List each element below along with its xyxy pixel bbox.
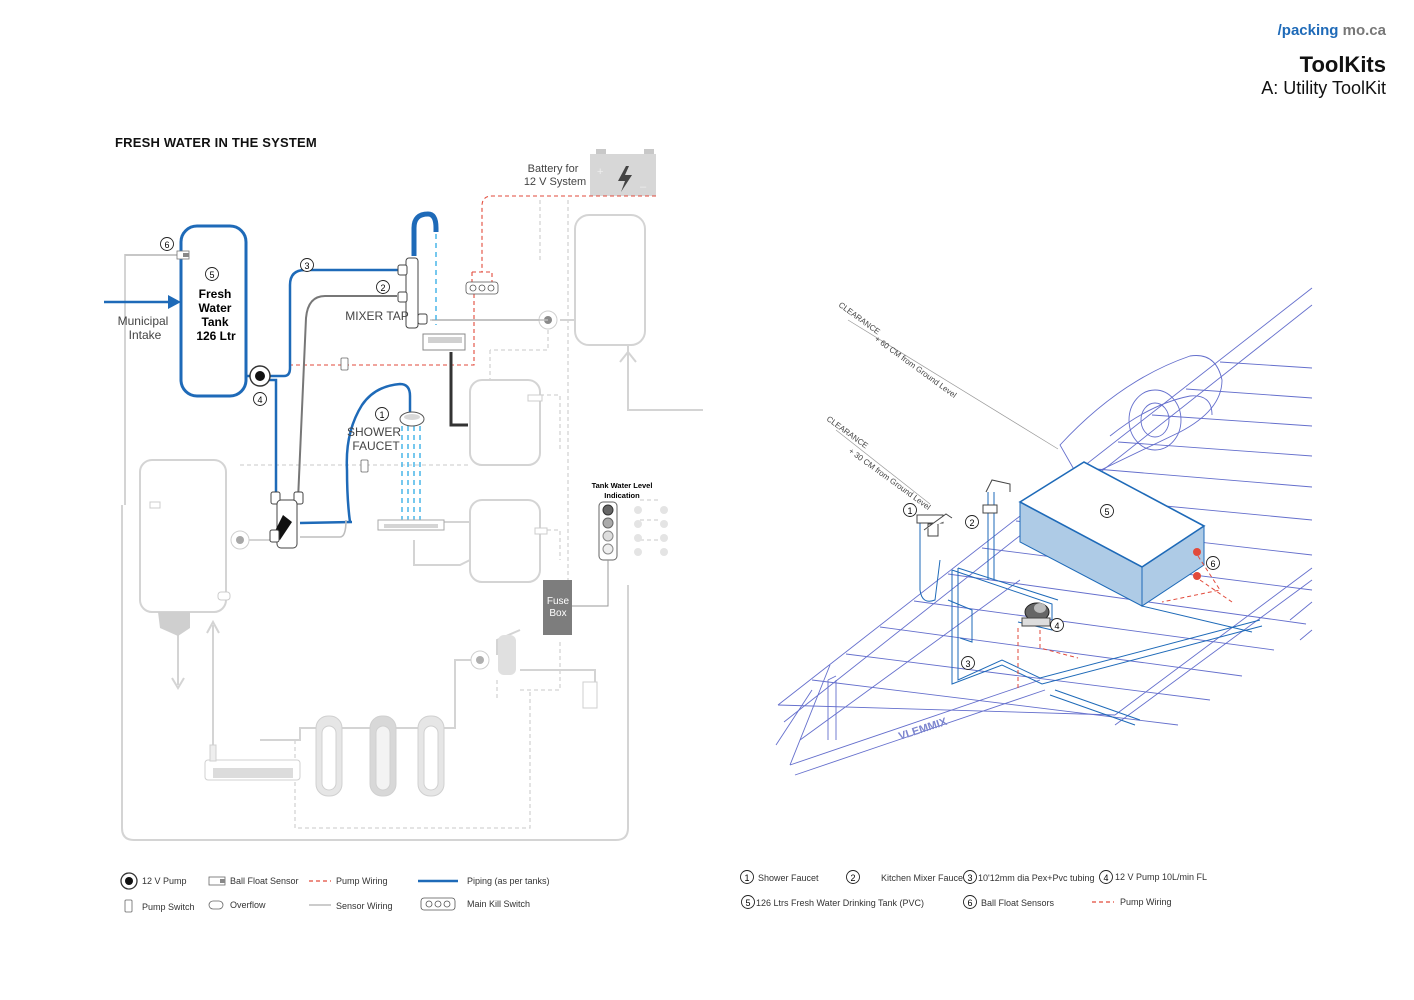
battery-icon: + – [590,149,656,196]
shower-faucet[interactable] [399,411,425,427]
legend-right: 1 Shower Faucet 2 Kitchen Mixer Faucet 3… [740,870,1207,909]
clearance-1: CLEARANCE [837,300,882,336]
page-title: ToolKits [1299,52,1386,77]
tank-number: 5 [209,270,214,280]
svg-text:2: 2 [969,518,974,528]
faded-fixtures [149,310,668,797]
clearance-2-sub: + 30 CM from Ground Level [847,446,933,512]
shower-label-2: FAUCET [352,439,400,453]
svg-text:2: 2 [850,873,855,883]
svg-text:4: 4 [257,395,262,405]
svg-text:6: 6 [1210,559,1215,569]
battery-label-2: 12 V System [524,176,586,188]
blue-piping [246,268,412,525]
waste-tank-left [139,459,227,613]
iso-pump [1021,602,1051,627]
fuse-label-2: Box [549,608,566,619]
clearance-lines [835,319,1059,505]
tank-label-4: 126 Ltr [196,329,236,343]
tank-indicator-label-2: Indication [604,491,640,500]
page-subtitle: A: Utility ToolKit [1261,78,1386,98]
legend-pump-switch: Pump Switch [142,902,195,912]
svg-text:3: 3 [304,261,309,271]
faded-dashes [240,200,660,829]
iso-numbers: 1 2 3 4 5 6 [903,503,1220,670]
svg-text:5: 5 [745,898,750,908]
tank-small-2 [469,499,541,583]
legend-item-2: Kitchen Mixer Faucet [881,873,966,883]
legend-sensor-wiring: Sensor Wiring [336,901,393,911]
num-6: 6 [164,240,169,250]
legend-item-4: 12 V Pump 10L/min FL [1115,872,1207,882]
shower-mixer-valve[interactable] [269,491,304,549]
svg-text:5: 5 [1104,507,1109,517]
clearance-1-sub: + 60 CM from Ground Level [873,334,959,400]
schematic-numbers: 3 2 4 1 [253,258,390,421]
legend-item-6: Ball Float Sensors [981,898,1055,908]
section-title: FRESH WATER IN THE SYSTEM [115,135,317,150]
pump-switch-shower[interactable] [360,459,369,473]
iso-water-tank [1018,461,1206,607]
pump-icon[interactable] [249,365,271,387]
legend-pump-wiring-right: Pump Wiring [1120,897,1172,907]
tank-label-1: Fresh [199,287,232,301]
svg-text:6: 6 [967,898,972,908]
legend-left: 12 V Pump Ball Float Sensor Pump Wiring … [120,872,550,913]
tank-number-circle [205,267,219,281]
grey-tank-top [574,214,646,346]
legend-item-5: 126 Ltrs Fresh Water Drinking Tank (PVC) [756,898,924,908]
grey-piping [297,295,397,501]
water-flow [401,234,437,522]
faded-system [121,214,703,841]
fuse-label-1: Fuse [547,596,570,607]
legend-overflow: Overflow [230,900,266,910]
pump-switch[interactable] [340,357,349,371]
tank-small-1 [469,379,541,466]
legend-pump: 12 V Pump [142,876,187,886]
intake-arrow [104,295,181,309]
svg-text:1: 1 [379,410,384,420]
tank-label-2: Water [199,301,232,315]
svg-text:4: 4 [1103,873,1108,883]
legend-item-3: 10'12mm dia Pex+Pvc tubing [978,873,1095,883]
svg-text:1: 1 [744,873,749,883]
mixer-tap-label: MIXER TAP [345,309,409,323]
svg-text:2: 2 [380,283,385,293]
svg-text:3: 3 [967,873,972,883]
tank-indicator-label-1: Tank Water Level [592,481,653,490]
legend-item-1: Shower Faucet [758,873,819,883]
tank-label-3: Tank [201,315,228,329]
svg-text:3: 3 [965,659,970,669]
mixer-tap-spout [411,211,439,256]
svg-text:–: – [640,181,647,193]
iso-faucets [916,479,1011,537]
legend-pump-wiring: Pump Wiring [336,876,388,886]
fresh-water-tank [179,224,248,398]
fuse-box [543,580,572,635]
tank-level-indicator [570,501,618,607]
svg-text:+: + [597,166,603,178]
svg-text:1: 1 [907,506,912,516]
shower-label-1: SHOWER [347,425,401,439]
main-kill-switch[interactable] [465,281,499,295]
legend-ball-float: Ball Float Sensor [230,876,299,886]
clearance-2: CLEARANCE [825,414,870,450]
legend-piping: Piping (as per tanks) [467,876,550,886]
intake-label-1: Municipal [118,314,169,328]
iso-pump-wiring [1017,555,1233,690]
battery-label-1: Battery for [528,163,579,175]
svg-text:4: 4 [1054,621,1059,631]
mixer-tap[interactable] [397,257,466,351]
intake-label-2: Intake [129,328,162,342]
brand-logo: /packing mo.ca [1277,22,1386,39]
legend-kill-switch: Main Kill Switch [467,899,530,909]
